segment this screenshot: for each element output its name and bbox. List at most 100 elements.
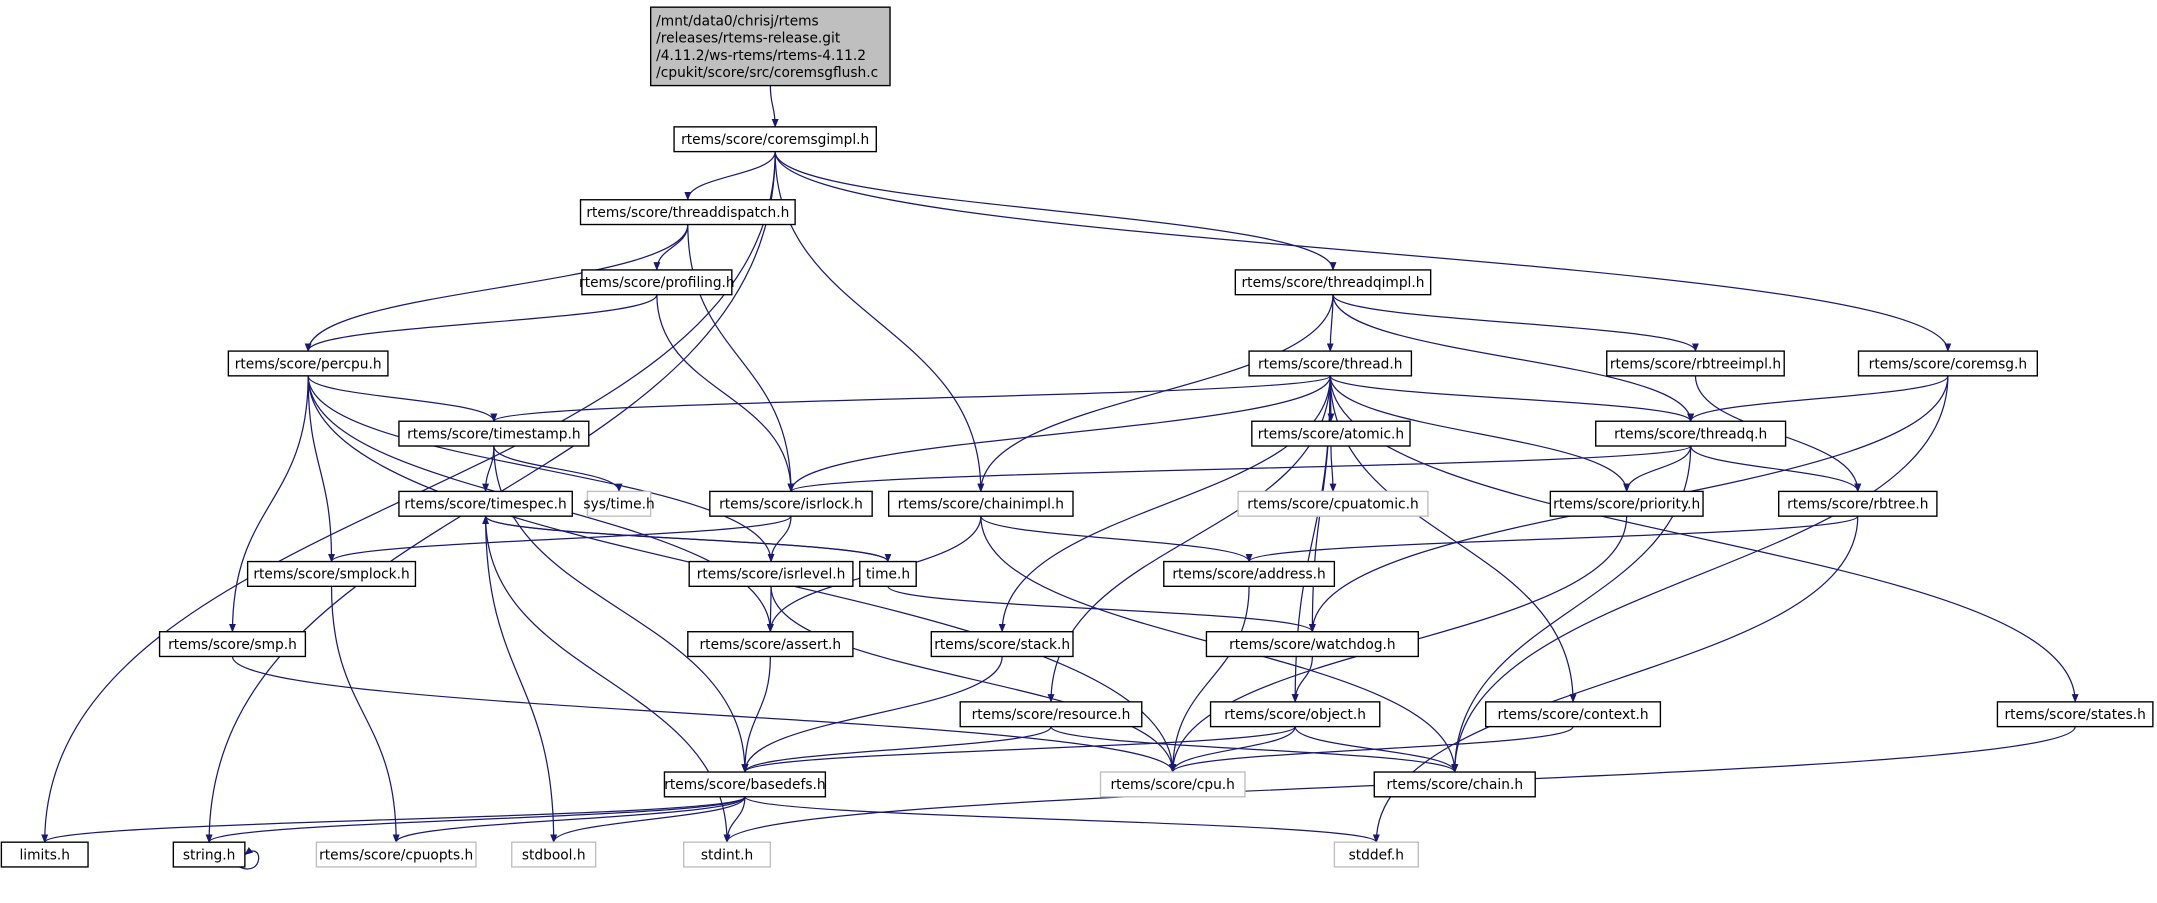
node-label: rtems/score/rbtreeimpl.h <box>1610 356 1781 372</box>
node-box <box>1595 420 1787 447</box>
node-smplock[interactable]: rtems/score/smplock.h <box>246 560 417 588</box>
node-states[interactable]: rtems/score/states.h <box>1996 701 2154 728</box>
node-label: rtems/score/basedefs.h <box>664 777 825 793</box>
node-box <box>1333 841 1419 868</box>
node-string[interactable]: string.h <box>172 841 246 868</box>
edge-coremsgimpl-to-chainimpl <box>774 151 985 493</box>
node-label: rtems/score/priority.h <box>1553 497 1700 513</box>
node-label: rtems/score/object.h <box>1224 707 1366 723</box>
node-box <box>673 126 877 153</box>
node-box <box>398 420 590 447</box>
edge-timeh-to-timespec <box>482 515 889 563</box>
node-box <box>1251 420 1411 447</box>
node-box <box>1996 701 2154 728</box>
node-box <box>887 490 1074 517</box>
node-stddef: stddef.h <box>1333 841 1419 868</box>
edge-basedefs-to-stdbool <box>550 796 746 844</box>
node-label: rtems/score/cpuopts.h <box>319 847 473 863</box>
node-percpu[interactable]: rtems/score/percpu.h <box>227 350 389 377</box>
edge-timestamp-to-timespec <box>482 445 495 493</box>
edge-coremsg-to-threadq <box>1687 375 1949 423</box>
node-isrlevel[interactable]: rtems/score/isrlevel.h <box>688 560 854 588</box>
node-basedefs[interactable]: rtems/score/basedefs.h <box>663 771 827 798</box>
node-box <box>1373 771 1536 798</box>
edge-thread-to-timestamp <box>490 375 1331 423</box>
node-label: stdint.h <box>701 847 753 863</box>
node-box <box>1549 490 1704 517</box>
node-thread[interactable]: rtems/score/thread.h <box>1248 350 1413 377</box>
node-cpu: rtems/score/cpu.h <box>1099 771 1246 798</box>
edge-threadqimpl-to-threadq <box>1332 294 1695 423</box>
node-chain[interactable]: rtems/score/chain.h <box>1373 771 1536 798</box>
node-rbtreeimpl[interactable]: rtems/score/rbtreeimpl.h <box>1606 350 1785 377</box>
edge-watchdog-to-object <box>1291 656 1313 703</box>
edge-context-to-cpu <box>1169 726 1574 773</box>
node-systime: sys/time.h <box>583 490 655 517</box>
node-box <box>511 841 597 868</box>
edge-timeh-to-watchdog <box>887 585 1316 633</box>
node-assert[interactable]: rtems/score/assert.h <box>687 631 854 658</box>
edge-threaddispatch-to-profiling <box>653 224 689 271</box>
node-object[interactable]: rtems/score/object.h <box>1209 701 1381 728</box>
node-label: rtems/score/timestamp.h <box>407 426 581 442</box>
node-isrlock[interactable]: rtems/score/isrlock.h <box>709 490 873 517</box>
node-label: rtems/score/cpu.h <box>1111 777 1235 793</box>
edge-object-to-cpu <box>1169 726 1296 773</box>
edge-coremsgimpl-to-coremsg <box>774 151 1952 352</box>
node-label: rtems/score/chain.h <box>1386 777 1523 793</box>
node-limits[interactable]: limits.h <box>0 841 89 868</box>
node-timeh[interactable]: time.h <box>859 560 917 588</box>
node-label: rtems/score/resource.h <box>972 707 1131 723</box>
node-resource[interactable]: rtems/score/resource.h <box>959 701 1143 728</box>
node-label: stdbool.h <box>522 847 586 863</box>
node-box <box>172 841 246 868</box>
node-label: rtems/score/thread.h <box>1258 356 1402 372</box>
edge-basedefs-to-stdint <box>723 796 746 844</box>
node-label: rtems/score/cpuatomic.h <box>1247 497 1418 513</box>
node-timestamp[interactable]: rtems/score/timestamp.h <box>398 420 590 447</box>
node-threadq[interactable]: rtems/score/threadq.h <box>1595 420 1787 447</box>
node-box <box>1606 350 1785 377</box>
node-priority[interactable]: rtems/score/priority.h <box>1549 490 1704 517</box>
node-label: /cpukit/score/src/coremsgflush.c <box>656 65 878 81</box>
node-label: rtems/score/smplock.h <box>253 567 409 583</box>
node-atomic[interactable]: rtems/score/atomic.h <box>1251 420 1411 447</box>
node-label: rtems/score/atomic.h <box>1258 426 1404 442</box>
node-label: rtems/score/profiling.h <box>579 275 735 291</box>
node-coremsgimpl[interactable]: rtems/score/coremsgimpl.h <box>673 126 877 153</box>
node-stack[interactable]: rtems/score/stack.h <box>930 631 1074 658</box>
node-box <box>1778 490 1938 517</box>
node-label: rtems/score/isrlock.h <box>719 497 863 513</box>
node-box <box>1099 771 1246 798</box>
edge-resource-to-basedefs <box>741 726 1052 773</box>
node-box <box>398 490 573 517</box>
node-threadqimpl[interactable]: rtems/score/threadqimpl.h <box>1234 269 1432 296</box>
edge-thread-to-isrlock <box>787 375 1331 493</box>
node-box <box>1209 701 1381 728</box>
node-watchdog[interactable]: rtems/score/watchdog.h <box>1205 631 1419 658</box>
node-timespec[interactable]: rtems/score/timespec.h <box>398 490 573 517</box>
edge-percpu-to-isrlevel <box>307 375 775 563</box>
edge-timestamp-to-systime <box>493 445 623 493</box>
node-label: rtems/score/threaddispatch.h <box>586 205 789 221</box>
node-rbtree[interactable]: rtems/score/rbtree.h <box>1778 490 1938 517</box>
edges <box>41 85 2079 870</box>
node-context[interactable]: rtems/score/context.h <box>1485 701 1662 728</box>
node-address[interactable]: rtems/score/address.h <box>1163 560 1336 588</box>
node-box <box>663 771 827 798</box>
node-box <box>1237 490 1429 517</box>
edge-coremsg-to-chain <box>1451 375 1949 773</box>
node-smp[interactable]: rtems/score/smp.h <box>158 631 307 658</box>
edge-thread-to-priority <box>1329 375 1631 493</box>
edge-thread-to-threadq <box>1329 375 1695 423</box>
node-coremsg[interactable]: rtems/score/coremsg.h <box>1857 350 2039 377</box>
node-profiling[interactable]: rtems/score/profiling.h <box>579 269 735 296</box>
node-box <box>1485 701 1662 728</box>
node-box <box>1234 269 1432 296</box>
node-box <box>1857 350 2039 377</box>
edge-object-to-basedefs <box>741 726 1296 773</box>
node-threaddispatch[interactable]: rtems/score/threaddispatch.h <box>579 199 796 226</box>
node-chainimpl[interactable]: rtems/score/chainimpl.h <box>887 490 1074 517</box>
node-box <box>683 841 772 868</box>
